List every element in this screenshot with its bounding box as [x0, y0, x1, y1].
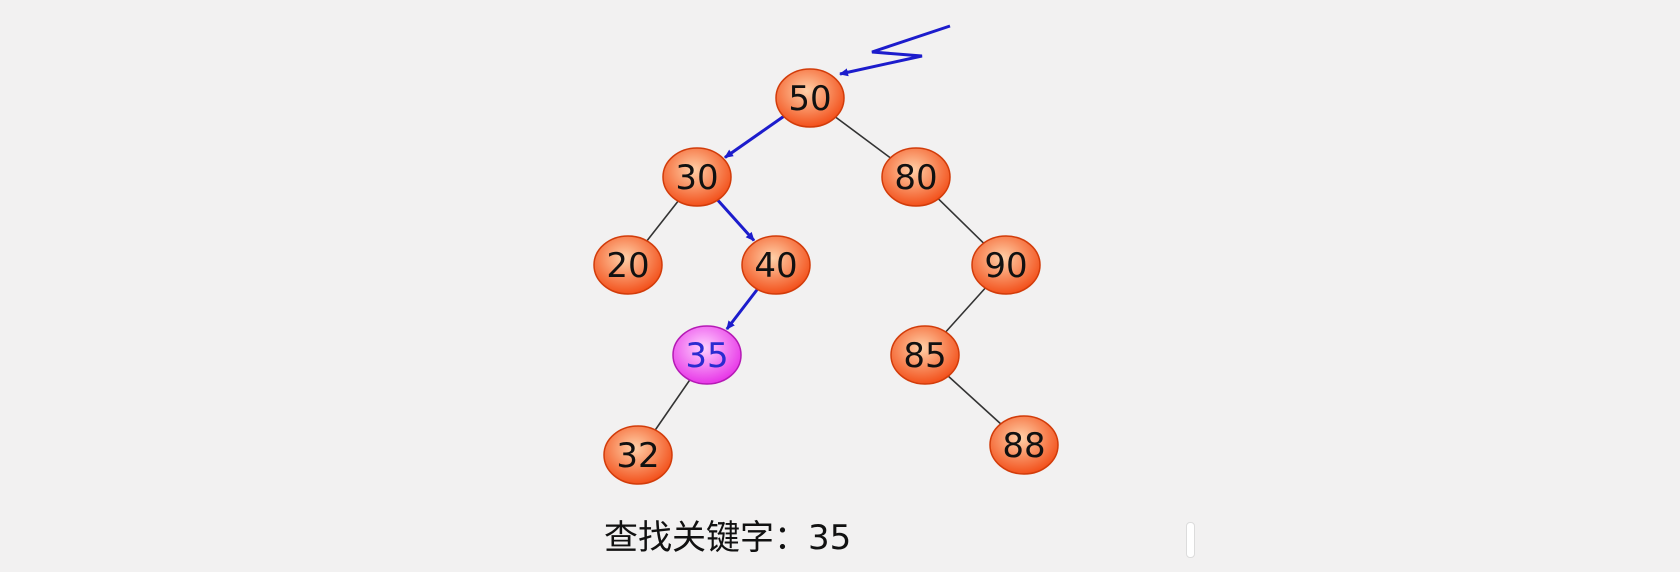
tree-node-90: 90: [971, 235, 1041, 295]
tree-node-85: 85: [890, 325, 960, 385]
binary-search-tree: 50 30 80 20 40 90 35 85 32 88: [593, 24, 1059, 485]
node-circle: [775, 68, 845, 128]
node-circle: [593, 235, 663, 295]
node-label: 85: [903, 336, 946, 376]
edge-85-88: [947, 375, 1002, 425]
edge-40-35: [725, 288, 759, 331]
tree-node-40: 40: [741, 235, 811, 295]
tree-node-35: 35: [672, 325, 742, 385]
node-label: 32: [616, 436, 659, 476]
search-key-caption: 查找关键字：35: [604, 510, 851, 559]
search-key-label: 查找关键字：: [604, 518, 808, 558]
tree-node-50: 50: [775, 68, 845, 128]
tree-node-30: 30: [662, 147, 732, 207]
edge-80-90: [937, 198, 985, 244]
tree-node-32: 32: [603, 425, 673, 485]
edge-35-32: [654, 379, 691, 431]
tree-node-80: 80: [881, 147, 951, 207]
nodes-layer: 50 30 80 20 40 90 35 85 32 88: [593, 68, 1059, 485]
node-circle: [603, 425, 673, 485]
node-label: 40: [754, 246, 797, 286]
scroll-marker: [1186, 522, 1195, 558]
edge-30-20: [646, 200, 679, 242]
node-circle: [662, 147, 732, 207]
node-circle: [890, 325, 960, 385]
node-label: 80: [894, 158, 937, 198]
node-circle: [881, 147, 951, 207]
node-label: 20: [606, 246, 649, 286]
node-circle: [672, 325, 742, 385]
node-label: 50: [788, 79, 831, 119]
edge-50-80: [835, 116, 891, 159]
node-circle: [989, 415, 1059, 475]
tree-node-20: 20: [593, 235, 663, 295]
node-label: 35: [685, 336, 728, 376]
search-entry-arrow: [839, 24, 951, 77]
node-label: 88: [1002, 426, 1045, 466]
node-label: 30: [675, 158, 718, 198]
tree-node-88: 88: [989, 415, 1059, 475]
edge-30-40: [716, 199, 756, 242]
edge-90-85: [945, 287, 986, 333]
search-key-value: 35: [808, 518, 852, 558]
edges-layer: [646, 115, 1002, 431]
node-circle: [741, 235, 811, 295]
edge-50-30: [724, 115, 785, 159]
node-label: 90: [984, 246, 1027, 286]
node-circle: [971, 235, 1041, 295]
